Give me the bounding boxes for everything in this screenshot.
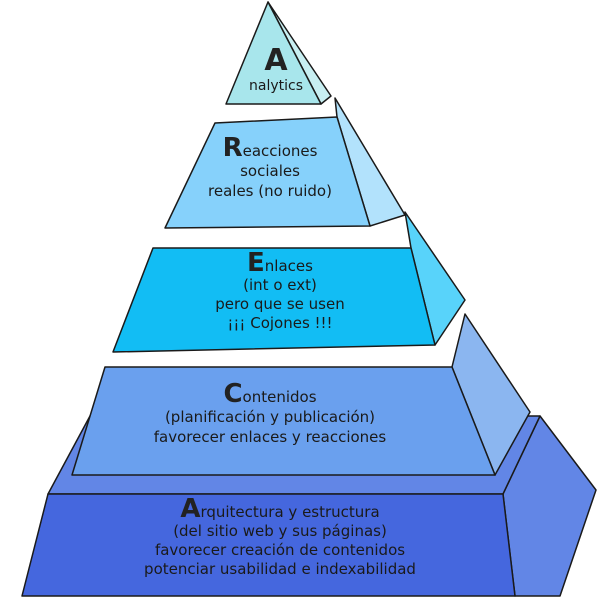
tier-reactions-line-2: reales (no ruido): [208, 182, 332, 200]
tier-architecture-initial: A: [180, 494, 201, 524]
tier-architecture-front: [21, 493, 516, 597]
tier-links-initial: E: [247, 248, 265, 278]
tier-reactions-line-1: sociales: [240, 162, 300, 180]
tier-links-label: Enlaces (int o ext) pero que se usen ¡¡¡…: [160, 250, 400, 333]
tier-links-title: nlaces: [264, 257, 313, 275]
tier-analytics-label: A nalytics: [226, 43, 326, 95]
tier-architecture-line-3: potenciar usabilidad e indexabilidad: [144, 560, 416, 578]
tier-architecture-label: Arquitectura y estructura (del sitio web…: [80, 496, 480, 579]
tier-architecture-title: rquitectura y estructura: [200, 503, 380, 521]
tier-reactions-front: [164, 116, 371, 229]
tier-content-initial: C: [223, 379, 243, 409]
tier-content-title: ontenidos: [242, 388, 317, 406]
tier-content-front: [71, 366, 496, 476]
tier-analytics-title: nalytics: [249, 78, 303, 94]
tier-analytics-initial: A: [264, 43, 288, 78]
tier-content-line-1: (planificación y publicación): [164, 408, 376, 426]
tier-links-line-2: pero que se usen: [215, 295, 345, 313]
tier-links-line-1: (int o ext): [243, 276, 317, 294]
tier-architecture-line-2: favorecer creación de contenidos: [154, 541, 406, 559]
tier-content-line-2: favorecer enlaces y reacciones: [153, 428, 387, 446]
tier-reactions-initial: R: [222, 133, 243, 163]
tier-architecture-line-1: (del sitio web y sus páginas): [173, 522, 387, 540]
tier-links-line-3: ¡¡¡ Cojones !!!: [227, 314, 333, 332]
tier-links-front: [112, 247, 436, 353]
tier-reactions-title: eacciones: [242, 142, 318, 160]
tier-content-label: Contenidos (planificación y publicación)…: [100, 381, 440, 447]
tier-analytics-front: [225, 1, 322, 105]
tier-reactions-label: Reacciones sociales reales (no ruido): [180, 135, 360, 201]
